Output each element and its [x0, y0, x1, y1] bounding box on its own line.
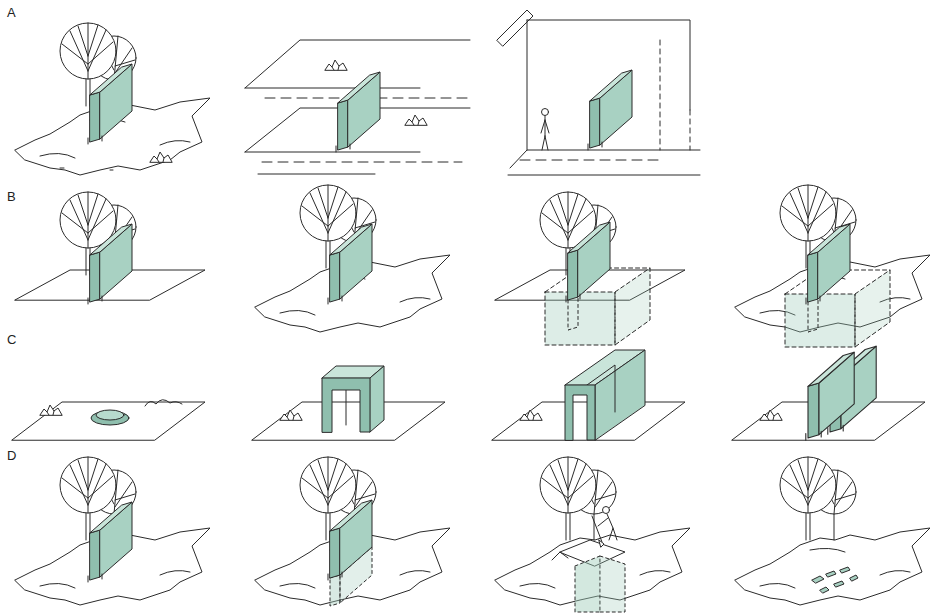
basement-volume-part — [545, 292, 615, 345]
row-letter: A — [7, 6, 16, 20]
row-a-part — [262, 162, 462, 163]
row-a-part — [325, 60, 347, 70]
wall-fragments-part — [820, 587, 829, 593]
row-letter: C — [7, 333, 16, 347]
wall-fragments — [812, 567, 858, 593]
row-a-part — [588, 70, 632, 150]
row-b — [15, 185, 930, 347]
row-d-part — [88, 502, 132, 582]
row-c-part — [96, 410, 124, 420]
row-c-part — [370, 366, 384, 432]
row-c-part — [252, 402, 445, 440]
wall-fragments-part — [840, 567, 850, 573]
wall-fragments-part — [834, 581, 844, 587]
basement-volume-part — [855, 270, 890, 347]
row-a-part — [508, 175, 700, 176]
basement-volume-part — [615, 268, 650, 345]
row-a-part — [520, 160, 660, 161]
row-d-part — [540, 457, 616, 540]
row-c-part — [322, 378, 370, 432]
wall-fragments-part — [850, 575, 858, 581]
excavation-part — [575, 556, 600, 612]
basement-volume-part — [568, 297, 578, 330]
row-letter: D — [7, 449, 16, 463]
row-a — [15, 10, 700, 175]
row-a-part — [660, 40, 690, 150]
row-c — [12, 346, 925, 440]
row-a-part — [245, 40, 470, 88]
row-c-part — [91, 411, 129, 425]
row-c-part — [565, 385, 595, 440]
row-a-part — [88, 64, 132, 144]
excavation-part — [600, 556, 625, 612]
row-d-part — [328, 500, 372, 580]
row-c-part — [12, 402, 205, 440]
row-b-part — [88, 224, 132, 304]
row-a-part — [497, 10, 533, 46]
row-b-part — [566, 222, 610, 302]
wall-fragments-part — [826, 571, 836, 577]
row-a-part — [60, 168, 113, 170]
basement-volume-part — [808, 299, 818, 332]
row-c-part — [760, 410, 782, 420]
row-a-part — [541, 109, 549, 151]
row-a-part — [405, 115, 427, 125]
row-c-part — [40, 405, 62, 415]
row-a-part — [258, 174, 375, 175]
row-d-part — [735, 528, 930, 605]
row-b-part — [806, 224, 850, 304]
row-d-part — [592, 507, 617, 548]
row-a-part — [150, 152, 172, 162]
row-letter: B — [7, 190, 16, 204]
excavation — [552, 540, 625, 612]
row-c-part — [520, 410, 542, 420]
row-c-part — [806, 352, 854, 440]
row-d-part — [780, 457, 856, 540]
basement-volume-part — [785, 294, 855, 347]
row-a-part — [336, 72, 380, 152]
buried-wall-part — [330, 575, 340, 606]
row-a-part — [510, 20, 700, 168]
row-b-part — [328, 224, 372, 304]
row-c-part — [145, 400, 182, 406]
row-d — [15, 457, 930, 612]
row-c-part — [280, 410, 302, 420]
wall-fragments-part — [812, 576, 824, 583]
excavation-part — [552, 552, 568, 560]
row-c-part — [595, 350, 645, 440]
